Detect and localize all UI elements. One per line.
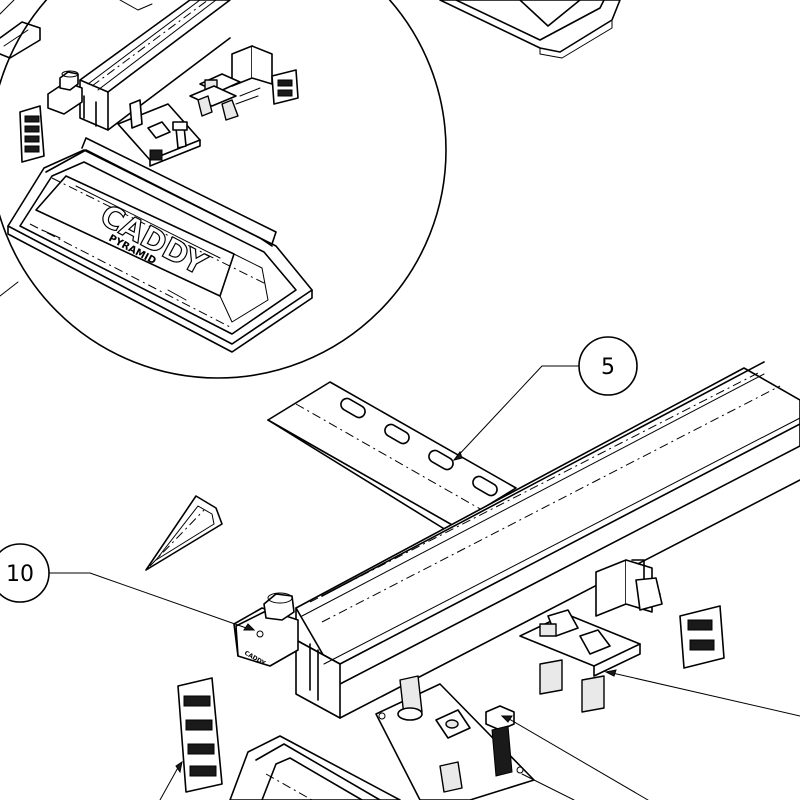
callout-10: 10 bbox=[0, 543, 256, 631]
end-cap-right bbox=[679, 605, 725, 669]
callout-5-label: 5 bbox=[601, 355, 615, 380]
detail-end-cap-right bbox=[271, 69, 299, 105]
callout-10-label: 10 bbox=[6, 562, 34, 587]
hanger-bracket bbox=[519, 559, 663, 713]
slotted-strut-channel bbox=[267, 381, 517, 531]
partial-pyramid-base-top-right bbox=[439, 0, 621, 59]
detail-partial-base-top bbox=[119, 0, 153, 11]
callout-5-leader bbox=[453, 365, 580, 461]
detail-strut-channel bbox=[79, 0, 231, 131]
detail-leader-top bbox=[0, 0, 15, 15]
end-clamp: CADDY bbox=[233, 592, 299, 668]
base-plate bbox=[375, 675, 535, 800]
detail-pyramid-base bbox=[7, 137, 313, 353]
detail-base-plate bbox=[117, 99, 201, 167]
main-strut-channel bbox=[295, 361, 800, 719]
detail-hanger-hardware bbox=[189, 45, 273, 121]
detail-view: CADDY PYRAMID bbox=[0, 0, 447, 379]
detail-circle bbox=[0, 0, 447, 379]
detail-leader-bottom bbox=[0, 281, 19, 297]
detail-end-clamp bbox=[47, 70, 83, 115]
end-cap-left bbox=[177, 677, 223, 793]
callout-10-leader bbox=[48, 572, 253, 631]
partial-pyramid-base-bottom bbox=[229, 735, 401, 800]
detail-end-cap-left bbox=[19, 105, 45, 163]
gusset-piece bbox=[145, 495, 223, 571]
detail-partial-base-left bbox=[0, 21, 41, 59]
callout-5: 5 bbox=[452, 336, 638, 461]
offpage-leaders bbox=[159, 669, 800, 800]
